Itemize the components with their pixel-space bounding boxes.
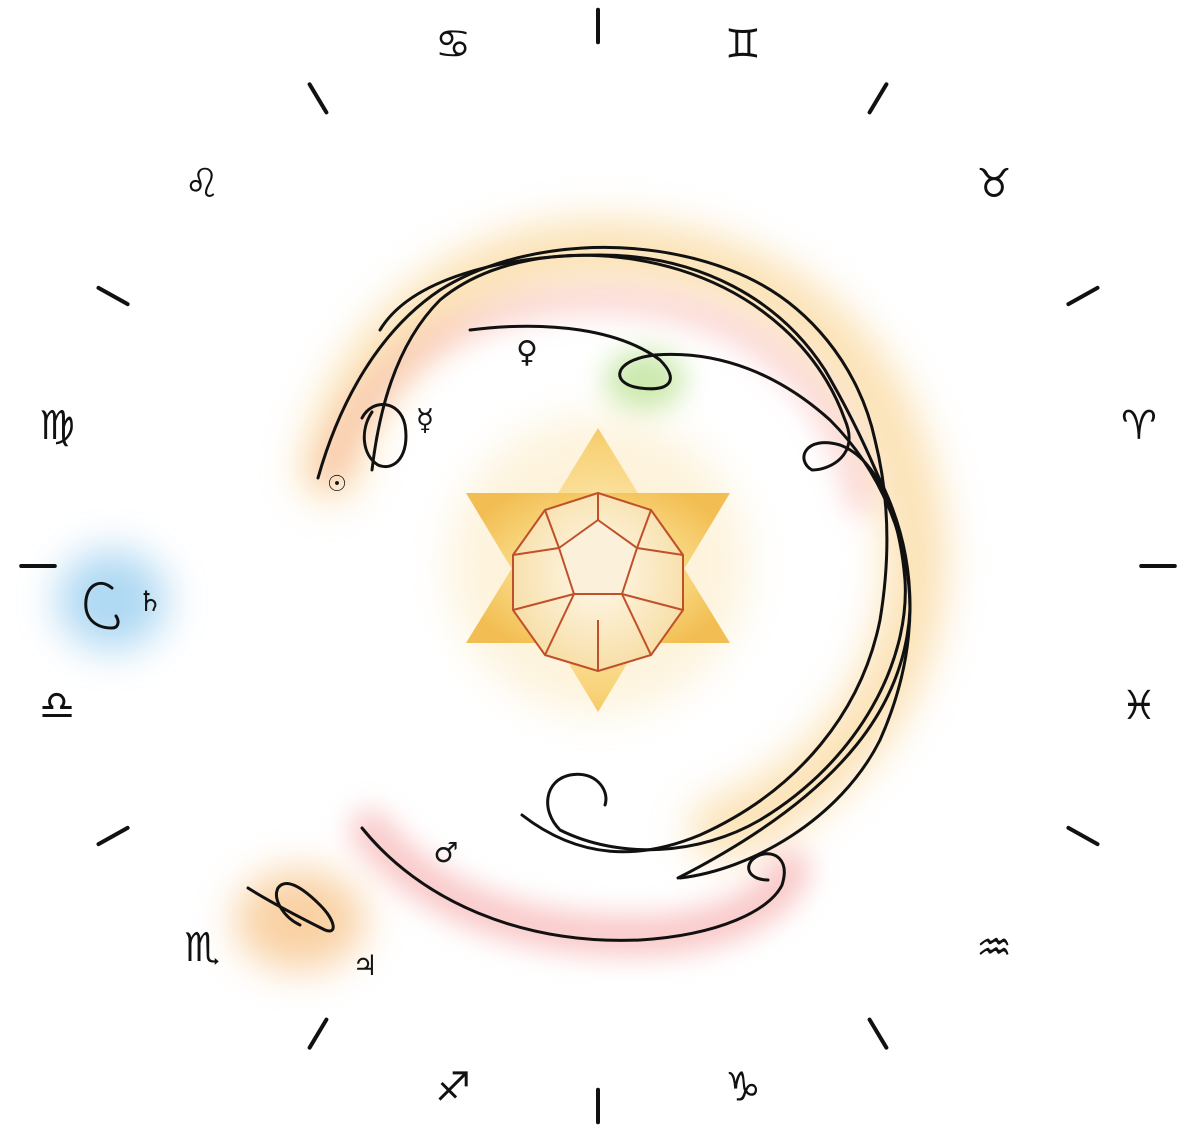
zodiac-divider-tick (870, 84, 887, 112)
dodecahedron (513, 493, 683, 671)
jupiter-glow (235, 870, 365, 970)
zodiac-divider-tick (99, 828, 128, 844)
zodiac-leo-symbol: ♌ (184, 161, 220, 207)
zodiac-divider-tick (310, 1020, 327, 1048)
zodiac-libra-symbol: ♎ (39, 683, 75, 729)
zodiac-divider-tick (1068, 288, 1097, 304)
zodiac-divider-tick (870, 1020, 887, 1048)
jupiter-symbol: ♃ (352, 949, 377, 982)
zodiac-cancer-symbol: ♋ (435, 21, 471, 67)
zodiac-divider-tick (99, 288, 128, 304)
sun-symbol: ☉ (327, 472, 347, 497)
zodiac-aries-symbol: ♈ (1121, 403, 1157, 449)
saturn-symbol: ♄ (137, 585, 162, 618)
mercury-symbol: ☿ (416, 403, 434, 438)
venus-glow (605, 350, 685, 410)
zodiac-pisces-symbol: ♓ (1121, 683, 1157, 729)
zodiac-virgo-symbol: ♍ (39, 403, 75, 449)
zodiac-capricorn-symbol: ♑ (725, 1065, 761, 1111)
zodiac-scorpio-symbol: ♏ (184, 925, 220, 971)
zodiac-taurus-symbol: ♉ (976, 161, 1012, 207)
zodiac-divider-tick (1068, 828, 1097, 844)
zodiac-gemini-symbol: ♊ (725, 21, 761, 67)
venus-symbol: ♀ (516, 335, 538, 370)
zodiac-divider-tick (310, 84, 327, 112)
mars-symbol: ♂ (433, 836, 458, 869)
zodiac-sagittarius-symbol: ♐ (435, 1065, 471, 1111)
zodiac-aquarius-symbol: ♒ (976, 925, 1012, 971)
